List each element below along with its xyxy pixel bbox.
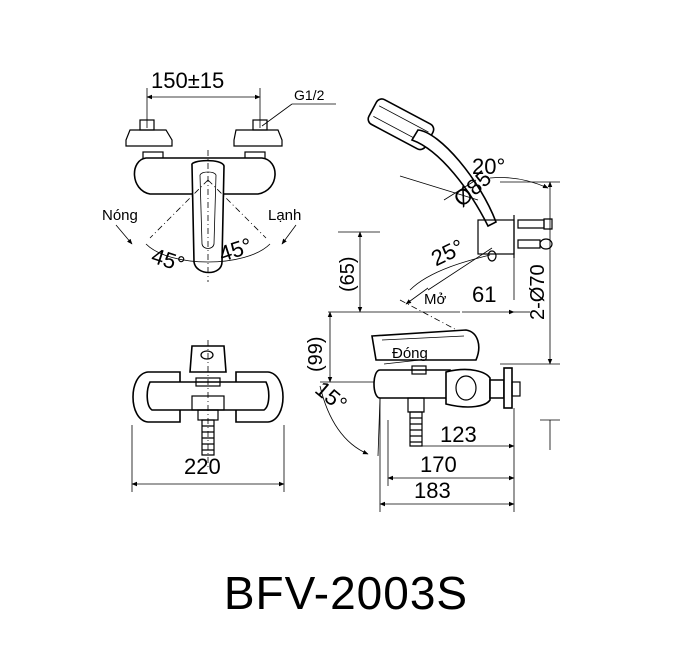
escutcheon-side <box>503 367 513 409</box>
open-label: Mở <box>424 291 446 308</box>
holder-bracket <box>477 219 515 255</box>
hose-line <box>409 254 491 291</box>
rotation-line-left <box>149 179 209 239</box>
handle-cap <box>200 350 214 360</box>
shower-axis <box>399 175 479 201</box>
diverter-knob <box>411 365 427 375</box>
inlet-side <box>511 381 521 397</box>
dim-65-label: (65) <box>337 256 359 292</box>
valve-body-side <box>445 368 491 408</box>
dim-99-label: (99) <box>305 336 327 372</box>
angle-20-label: 20° <box>472 154 505 179</box>
cold-label: Lạnh <box>268 207 301 224</box>
cold-arrow <box>281 224 297 245</box>
dim-170-label: 170 <box>420 452 457 477</box>
dim-61-label: 61 <box>472 282 496 307</box>
angle-left-label: 45° <box>148 243 187 277</box>
angle-15-arc <box>319 385 369 455</box>
closed-label: Đóng <box>392 345 428 362</box>
outlet-side <box>407 397 425 413</box>
side-view: 20° Ø85 25° (65) Mở 61 2-Ø70 (99) Đó <box>305 98 560 512</box>
shower-handle <box>410 129 498 228</box>
dim-150-label: 150±15 <box>151 68 224 93</box>
angle-25-label: 25° <box>427 234 468 271</box>
hose-connector <box>487 250 497 262</box>
screw-top <box>517 218 553 230</box>
rotation-arc <box>145 243 271 263</box>
angle-25-line <box>427 247 493 291</box>
nut-side <box>489 379 505 399</box>
closed-leader <box>383 359 421 365</box>
dia-70-label: 2-Ø70 <box>527 264 549 320</box>
thread-label: G1/2 <box>294 87 325 103</box>
dim-220-label: 220 <box>184 454 221 479</box>
outlet-nut <box>195 377 221 387</box>
open-arrow <box>405 287 429 305</box>
angle-20-arc <box>489 177 549 189</box>
model-title: BFV-2003S <box>223 567 469 619</box>
right-inlet-flange <box>233 129 283 147</box>
hot-arrow <box>115 224 133 245</box>
spout-body <box>373 369 451 399</box>
handle-inner <box>199 171 217 249</box>
rotation-line-right <box>207 179 267 239</box>
handle-side <box>371 329 480 361</box>
hose-thread-side <box>409 411 423 447</box>
top-view: 150±15 G1/2 Nóng Lạnh 45° 45° <box>102 68 336 282</box>
body-cap <box>455 375 477 401</box>
screw-bottom <box>517 238 553 250</box>
left-inlet-flange <box>125 129 173 147</box>
handle-side-detail <box>381 335 465 341</box>
dim-123-label: 123 <box>440 422 477 447</box>
shower-detail <box>378 105 429 133</box>
dim-85-line <box>443 179 477 201</box>
dim-183-label: 183 <box>414 478 451 503</box>
front-view: 220 <box>131 340 285 492</box>
hot-label: Nóng <box>102 207 138 224</box>
